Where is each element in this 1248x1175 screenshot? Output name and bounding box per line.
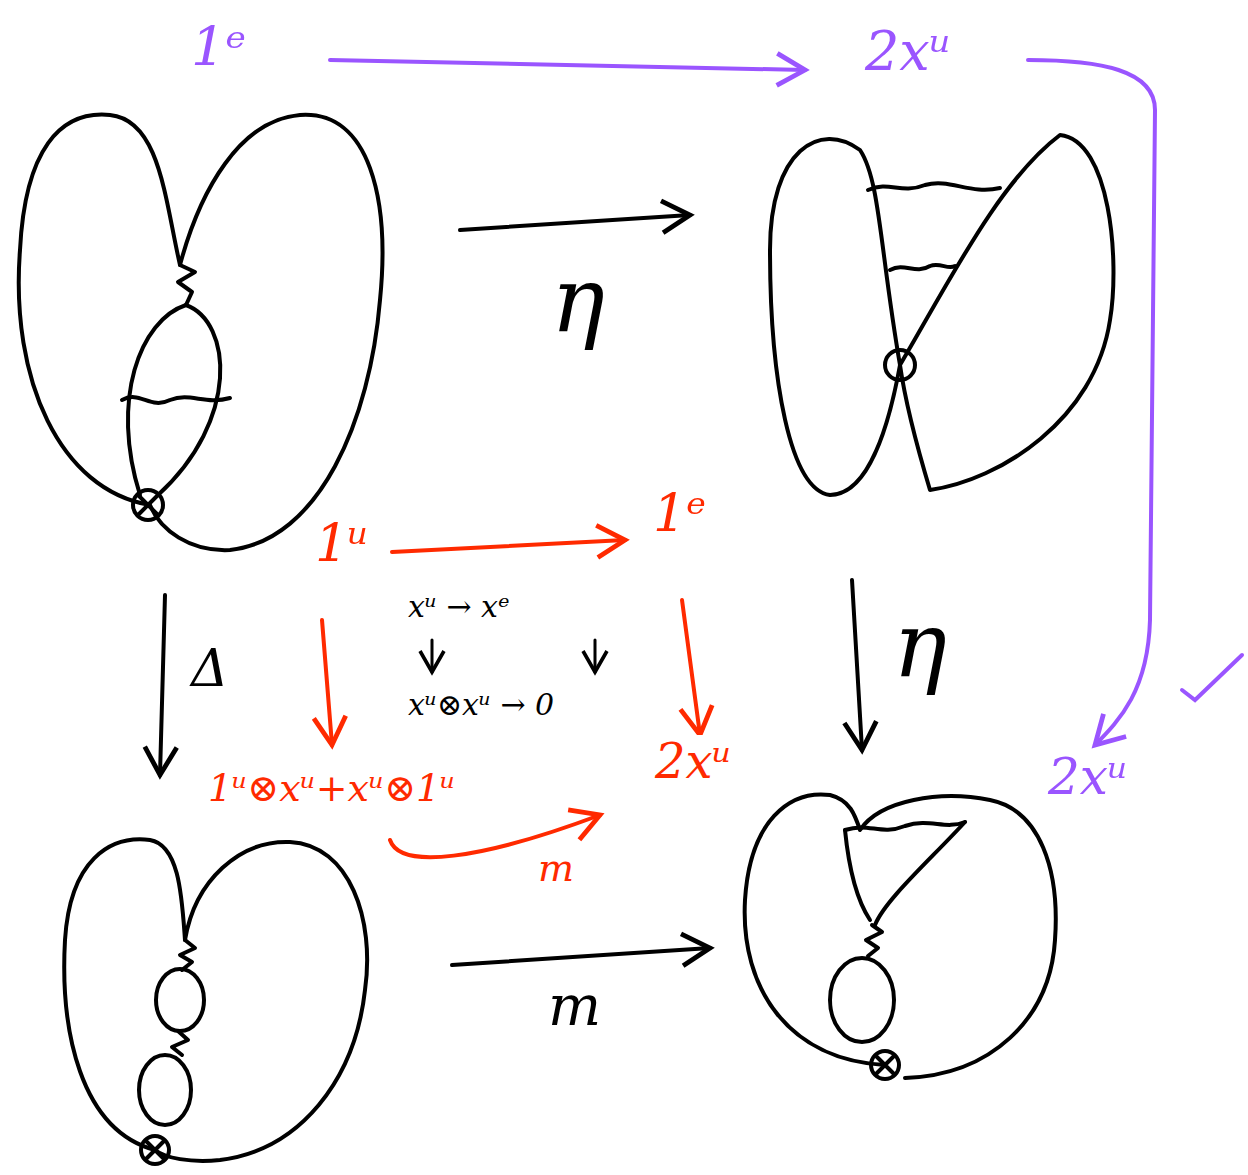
- red-value: m: [535, 848, 577, 890]
- surface-bottom-right: [745, 794, 1056, 1079]
- purple-value: 2xᵘ: [862, 22, 954, 81]
- map-label: m: [545, 975, 604, 1037]
- purple-arrow: [330, 60, 805, 70]
- eta-arrow: [852, 580, 862, 750]
- purple-arrow: [1028, 60, 1155, 745]
- eta-arrow: [460, 215, 690, 230]
- basis-note: xᵘ → xᵉ: [405, 590, 513, 623]
- basis-note: xᵘ⊗xᵘ → 0: [405, 688, 557, 721]
- red-value: 1ᵘ: [312, 515, 372, 572]
- red-arrow: [682, 600, 700, 735]
- surface-top-left: [19, 115, 383, 551]
- red-value: 1ᵉ: [650, 485, 709, 542]
- map-label: η: [890, 595, 950, 694]
- delta-arrow: [160, 595, 165, 775]
- red-value: 2xᵘ: [652, 735, 735, 788]
- map-label: Δ: [188, 640, 232, 697]
- red-value: 1ᵘ⊗xᵘ+xᵘ⊗1ᵘ: [205, 768, 458, 810]
- check-mark: [1182, 655, 1242, 700]
- small-arrow: [594, 640, 597, 672]
- red-arrow: [322, 620, 332, 745]
- purple-value: 2xᵘ: [1045, 750, 1131, 805]
- small-arrow: [431, 640, 434, 672]
- m-arrow: [452, 948, 710, 965]
- surface-bottom-left: [64, 839, 367, 1164]
- red-arrow: [392, 540, 625, 552]
- surface-top-right: [770, 135, 1113, 495]
- map-label: η: [548, 250, 608, 349]
- purple-value: 1ᵉ: [188, 18, 249, 77]
